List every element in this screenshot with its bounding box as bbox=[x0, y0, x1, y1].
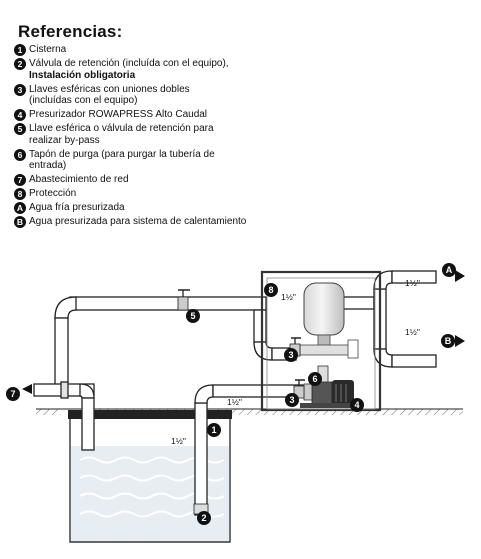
pipe-size-label: 1½" bbox=[227, 397, 242, 407]
pipe-elbow bbox=[373, 348, 393, 368]
pipe bbox=[391, 270, 437, 284]
pipe-elbow bbox=[373, 270, 393, 290]
bypass-valve bbox=[177, 296, 189, 311]
marker-2: 2 bbox=[197, 511, 211, 525]
marker-a: A bbox=[442, 263, 456, 277]
pipe bbox=[69, 296, 267, 311]
number-badge: 8 bbox=[14, 188, 26, 200]
equipment-frame bbox=[260, 270, 382, 412]
svg-text:5: 5 bbox=[190, 311, 195, 321]
svg-text:8: 8 bbox=[268, 285, 273, 295]
legend-text: Llave esférica o válvula de retención pa… bbox=[29, 123, 214, 134]
pipe-size-label: 1½" bbox=[281, 292, 296, 302]
pipe-size-label: 1½" bbox=[405, 278, 420, 288]
marker-7: 7 bbox=[6, 387, 20, 401]
flow-arrows bbox=[22, 270, 465, 394]
pipe bbox=[391, 354, 437, 368]
legend-text: Protección bbox=[29, 188, 77, 199]
pipe-size-labels: 1½" 1½" 1½" 1½" 1½" bbox=[171, 278, 420, 446]
svg-text:A: A bbox=[446, 265, 453, 275]
number-badge: 7 bbox=[14, 174, 26, 186]
legend-text: Llaves esféricas con uniones dobles bbox=[29, 83, 190, 95]
svg-text:2: 2 bbox=[201, 513, 206, 523]
number-badge: 4 bbox=[14, 109, 26, 121]
pressure-tank bbox=[299, 282, 359, 359]
legend-title: Referencias: bbox=[18, 22, 123, 41]
pipe-fitting bbox=[60, 381, 69, 399]
legend-text-emphasis: Instalación obligatoria bbox=[29, 69, 136, 81]
legend-text: Válvula de retención (incluída con el eq… bbox=[29, 58, 229, 69]
legend-text: Cisterna bbox=[29, 44, 67, 55]
pressure-switch bbox=[347, 339, 359, 359]
svg-text:B: B bbox=[445, 336, 452, 346]
legend-text: Abastecimiento de red bbox=[29, 174, 129, 185]
pipe-elbow bbox=[194, 384, 214, 404]
legend-text-line2: realizar by-pass bbox=[29, 134, 100, 146]
pipe bbox=[81, 397, 95, 451]
pipe bbox=[339, 296, 375, 310]
markers: 1 2 3 3 4 5 6 7 8 A B bbox=[6, 263, 456, 525]
svg-text:7: 7 bbox=[10, 389, 15, 399]
legend-text-line2: entrada) bbox=[29, 160, 67, 171]
pipe bbox=[194, 402, 208, 516]
marker-1: 1 bbox=[207, 423, 221, 437]
marker-5: 5 bbox=[186, 309, 200, 323]
legend-text-line2: (incluídas con el equipo) bbox=[29, 95, 138, 106]
legend-text: Presurizador ROWAPRESS Alto Caudal bbox=[29, 109, 208, 120]
legend-text: Agua fría presurizada bbox=[29, 202, 125, 213]
legend-text: Agua presurizada para sistema de calenta… bbox=[29, 216, 247, 227]
marker-3: 3 bbox=[284, 348, 298, 362]
manifold bbox=[299, 344, 353, 356]
pipe bbox=[253, 309, 267, 343]
number-badge: 5 bbox=[14, 123, 26, 135]
outflow-arrow bbox=[455, 335, 465, 347]
svg-text:3: 3 bbox=[289, 395, 294, 405]
number-badge: 3 bbox=[14, 83, 26, 96]
letter-badge: B bbox=[14, 216, 26, 228]
svg-text:1: 1 bbox=[211, 425, 216, 435]
letter-badge: A bbox=[14, 202, 26, 214]
pipe bbox=[54, 317, 69, 391]
pipe-elbow bbox=[54, 296, 77, 319]
outflow-arrow bbox=[455, 270, 465, 282]
svg-text:4: 4 bbox=[354, 400, 359, 410]
pump-unit bbox=[300, 365, 356, 408]
number-badge: 2 bbox=[14, 58, 26, 70]
number-badge: 6 bbox=[14, 148, 26, 161]
pipe-size-label: 1½" bbox=[171, 436, 186, 446]
marker-6: 6 bbox=[308, 372, 322, 386]
svg-text:3: 3 bbox=[288, 350, 293, 360]
inflow-arrow bbox=[22, 384, 32, 394]
pipe-size-label: 1½" bbox=[405, 327, 420, 337]
marker-b: B bbox=[441, 334, 455, 348]
marker-4: 4 bbox=[350, 398, 364, 412]
number-badge: 1 bbox=[14, 44, 26, 56]
marker-8: 8 bbox=[264, 283, 278, 297]
svg-text:6: 6 bbox=[312, 374, 317, 384]
legend-text: Tapón de purga (para purgar la tubería d… bbox=[29, 148, 215, 160]
marker-3: 3 bbox=[285, 393, 299, 407]
